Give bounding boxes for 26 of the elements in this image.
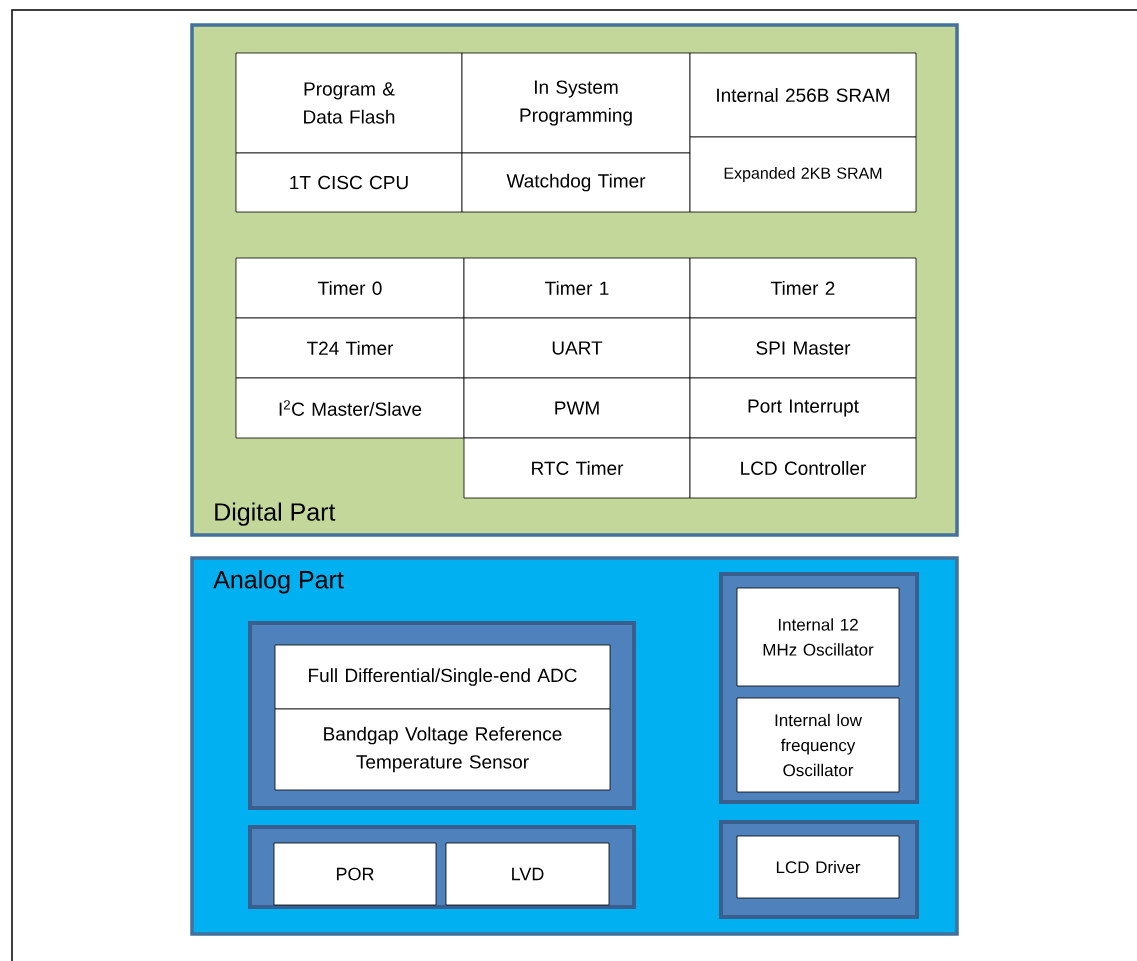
block-box: Full Differential/Single-end ADC	[274, 644, 611, 710]
block-box: Internal 12 MHz Oscillator	[736, 587, 900, 687]
block-box: I$^{2}$C Master/Slave	[235, 377, 465, 439]
block-box: LVD	[445, 842, 610, 906]
block-box: SPI Master	[689, 317, 917, 379]
section-title: Analog Part	[213, 570, 344, 594]
block-box: Internal low frequency Oscillator	[736, 697, 900, 793]
block-box: Expanded 2KB SRAM	[689, 136, 917, 213]
block-box: Watchdog Timer	[461, 152, 691, 213]
block-box: 1T CISC CPU	[235, 152, 463, 213]
block-box: In System Programming	[461, 52, 691, 154]
block-box: Timer 2	[689, 257, 917, 319]
block-box: Program & Data Flash	[235, 52, 463, 154]
block-box: PWM	[463, 377, 691, 439]
block-box: UART	[463, 317, 691, 379]
block-box: Timer 1	[463, 257, 691, 319]
block-box: T24 Timer	[235, 317, 465, 379]
block-box: LCD Driver	[736, 835, 900, 899]
section-title: Digital Part	[215, 502, 336, 526]
block-box: POR	[273, 842, 437, 906]
block-box: Port Interrupt	[689, 377, 917, 439]
block-box: RTC Timer	[463, 437, 691, 499]
block-box: LCD Controller	[689, 437, 917, 499]
block-box: Bandgap Voltage Reference Temperature Sensor	[274, 708, 611, 791]
block-box: Internal 256B SRAM	[689, 52, 917, 138]
block-box: Timer 0	[235, 257, 465, 319]
